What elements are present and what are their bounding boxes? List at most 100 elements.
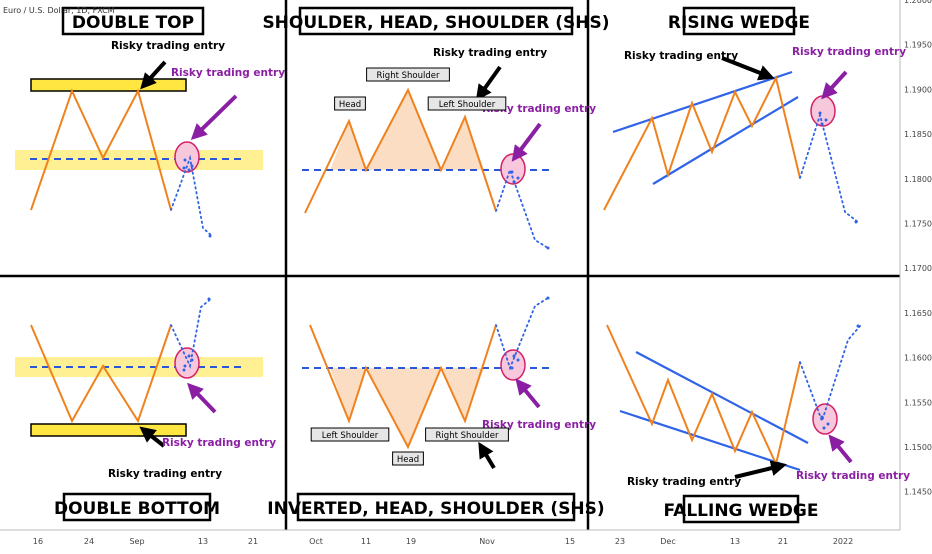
projected-path	[799, 111, 859, 223]
entry-label: Risky trading entry	[627, 476, 741, 488]
panel-title-box	[682, 6, 796, 36]
panel-title-box	[682, 494, 800, 524]
price-line	[30, 88, 172, 211]
x-tick-label: 13	[730, 537, 740, 546]
pattern-label: Head	[397, 455, 419, 465]
panel-title: RISING WEDGE	[668, 13, 810, 33]
level-box	[30, 78, 187, 92]
projected-dot	[182, 166, 186, 170]
projected-path	[170, 297, 213, 369]
x-tick-label: 24	[84, 537, 94, 546]
pattern-label: Right Shoulder	[377, 71, 440, 81]
panel-title-box	[61, 6, 205, 36]
entry-label: Risky trading entry	[796, 470, 910, 482]
y-tick-label: 1.15500	[904, 398, 932, 407]
projected-dot	[824, 118, 828, 122]
x-tick-label: 11	[361, 537, 371, 546]
projected-dot	[516, 358, 520, 362]
projected-dot	[826, 422, 830, 426]
projected-dot	[822, 426, 826, 430]
panel-title: INVERTED, HEAD, SHOULDER (SHS)	[267, 499, 604, 519]
x-tick-label: 13	[198, 537, 208, 546]
pattern-fill	[330, 121, 366, 170]
entry-label: Risky trading entry	[792, 46, 906, 58]
entry-label: Risky trading entry	[171, 67, 285, 79]
panel-title: FALLING WEDGE	[664, 501, 819, 521]
panel-title-box	[62, 492, 212, 522]
purple-arrow	[511, 122, 542, 162]
pattern-fill	[441, 117, 484, 170]
black-arrow	[139, 426, 166, 448]
y-tick-label: 1.17500	[904, 220, 932, 229]
purple-arrow	[515, 378, 541, 409]
x-tick-label: 23	[615, 537, 625, 546]
y-tick-label: 1.16000	[904, 354, 932, 363]
y-tick-label: 1.19000	[904, 85, 932, 94]
pattern-fill	[366, 368, 441, 447]
pattern-label-box	[392, 451, 424, 466]
projected-dot	[820, 122, 824, 126]
price-line	[304, 87, 497, 214]
projected-dot	[183, 364, 187, 368]
y-tick-label: 1.19500	[904, 41, 932, 50]
pattern-label: Left Shoulder	[322, 431, 379, 441]
pattern-label-box	[310, 427, 390, 442]
y-tick-label: 1.20000	[904, 0, 932, 5]
black-arrow	[721, 56, 775, 81]
wedge-upper-line	[612, 70, 793, 134]
projected-dot	[187, 354, 191, 358]
purple-arrow	[190, 94, 238, 141]
entry-label: Risky trading entry	[433, 47, 547, 59]
projected-dot	[516, 176, 520, 180]
wedge-lower-line	[652, 96, 799, 185]
black-arrow	[475, 65, 502, 101]
projected-dot	[512, 180, 516, 184]
price-line	[30, 324, 172, 424]
projected-dot	[207, 297, 211, 301]
projected-dot	[818, 111, 822, 115]
projected-dot	[183, 158, 187, 162]
entry-label: Risky trading entry	[482, 419, 596, 431]
price-line	[603, 75, 801, 211]
x-tick-label: 2022	[833, 537, 853, 546]
panel-title: SHOULDER, HEAD, SHOULDER (SHS)	[262, 13, 609, 33]
y-tick-label: 1.15000	[904, 443, 932, 452]
projected-path	[170, 154, 213, 237]
black-arrow	[140, 60, 167, 90]
entry-label: Risky trading entry	[482, 103, 596, 115]
x-tick-label: Sep	[129, 537, 144, 546]
pattern-label-box	[427, 96, 507, 111]
projected-dot	[856, 324, 860, 328]
entry-label: Risky trading entry	[162, 437, 276, 449]
y-tick-label: 1.14500	[904, 488, 932, 497]
level-box	[30, 423, 187, 437]
x-tick-label: Nov	[479, 537, 495, 546]
projected-dot	[510, 170, 514, 174]
projected-path	[495, 167, 549, 249]
projected-dot	[190, 358, 194, 362]
projected-dot	[820, 415, 824, 419]
panel-title: DOUBLE TOP	[72, 13, 194, 33]
entry-circle	[174, 141, 200, 173]
black-arrow	[478, 441, 496, 470]
x-tick-label: 15	[565, 537, 575, 546]
x-tick-label: 21	[778, 537, 788, 546]
x-tick-label: 21	[248, 537, 258, 546]
pattern-label-box	[366, 67, 450, 82]
pattern-fill	[441, 368, 484, 421]
y-tick-label: 1.18500	[904, 130, 932, 139]
wedge-lower-line	[619, 409, 801, 472]
projected-path	[495, 297, 549, 371]
price-line	[606, 324, 801, 468]
y-tick-label: 1.16500	[904, 309, 932, 318]
price-line	[309, 324, 497, 450]
pattern-label-box	[334, 96, 366, 111]
entry-circle	[810, 95, 836, 127]
entry-label: Risky trading entry	[624, 50, 738, 62]
panel-title: DOUBLE BOTTOM	[54, 499, 220, 519]
symbol-label: Euro / U.S. Dollar, 1D, FXCM	[3, 6, 115, 15]
y-tick-label: 1.18000	[904, 175, 932, 184]
entry-circle	[174, 347, 200, 379]
x-tick-label: Dec	[660, 537, 675, 546]
pattern-label: Head	[339, 100, 361, 110]
